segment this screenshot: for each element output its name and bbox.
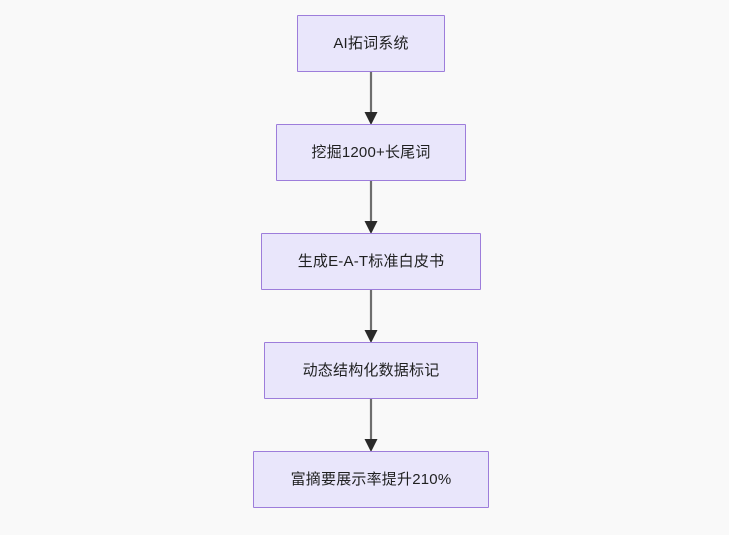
flow-node-eat-whitepaper[interactable]: 生成E-A-T标准白皮书 — [261, 233, 481, 290]
edge-n1-n2 — [364, 72, 378, 125]
flow-node-label: 生成E-A-T标准白皮书 — [297, 253, 445, 270]
edge-n4-n5 — [364, 399, 378, 452]
flow-node-label: AI拓词系统 — [333, 35, 409, 52]
edge-n2-n3 — [364, 181, 378, 234]
flow-node-ai-keyword-system[interactable]: AI拓词系统 — [297, 15, 445, 72]
flow-node-label: 挖掘1200+长尾词 — [311, 144, 431, 161]
edge-n3-n4 — [364, 290, 378, 343]
flow-node-rich-snippet-result[interactable]: 富摘要展示率提升210% — [253, 451, 489, 508]
flow-node-label: 富摘要展示率提升210% — [290, 471, 452, 488]
flow-node-structured-data-markup[interactable]: 动态结构化数据标记 — [264, 342, 478, 399]
flow-node-longtail-mining[interactable]: 挖掘1200+长尾词 — [276, 124, 466, 181]
flow-node-label: 动态结构化数据标记 — [302, 362, 440, 379]
